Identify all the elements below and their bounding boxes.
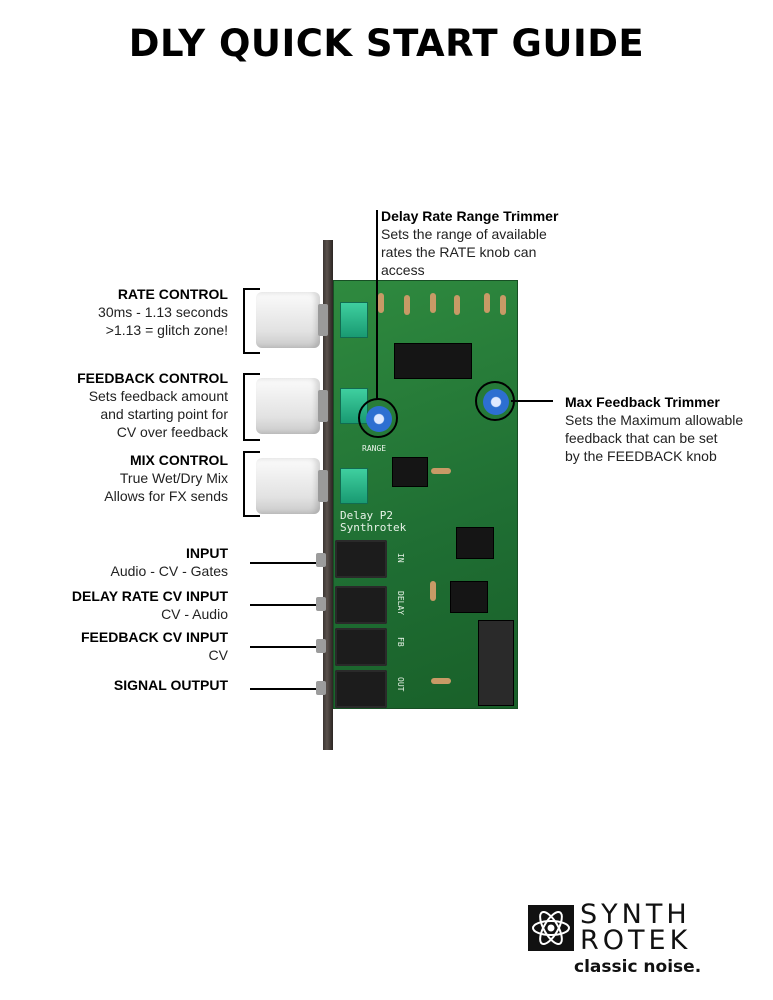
pcb-name-label: Delay P2 — [340, 509, 393, 522]
delay-cv-label: DELAY RATE CV INPUT CV - Audio — [72, 587, 228, 623]
feedback-cv-pointer — [250, 646, 316, 648]
rate-control-heading: RATE CONTROL — [117, 286, 228, 302]
feedback-bracket — [243, 373, 260, 375]
delay-cv-jack — [335, 586, 387, 624]
page-title: DLY QUICK START GUIDE — [128, 22, 645, 65]
rate-control-line: 30ms - 1.13 seconds — [98, 304, 228, 320]
mix-bracket — [243, 451, 260, 453]
resistor — [404, 295, 410, 315]
feedback-cv-line: CV — [208, 647, 228, 663]
feedback-bracket — [243, 439, 260, 441]
pcb-range-label: RANGE — [362, 444, 387, 453]
ic-chip — [394, 343, 472, 379]
rate-pot — [340, 302, 368, 338]
feedback-control-label: FEEDBACK CONTROL Sets feedback amount an… — [77, 369, 228, 441]
resistor — [484, 293, 490, 313]
feedback-control-line: Sets feedback amount — [88, 388, 228, 404]
mix-bracket — [243, 515, 260, 517]
jack-nut — [316, 597, 326, 611]
rate-knob — [256, 292, 328, 348]
mix-bracket — [243, 451, 245, 517]
delay-trimmer-heading: Delay Rate Range Trimmer — [381, 208, 559, 224]
resistor — [430, 293, 436, 313]
output-jack — [335, 670, 387, 708]
atom-logo-icon — [528, 905, 574, 951]
ic-chip — [456, 527, 494, 559]
resistor — [430, 581, 436, 601]
rate-bracket — [243, 288, 260, 290]
mix-control-line: Allows for FX sends — [104, 488, 228, 504]
brand-tagline: classic noise. — [574, 957, 702, 977]
max-feedback-pointer — [511, 400, 553, 402]
pcb-in-label: IN — [396, 553, 405, 563]
mix-control-heading: MIX CONTROL — [130, 452, 228, 468]
input-line: Audio - CV - Gates — [110, 563, 229, 579]
ic-chip — [450, 581, 488, 613]
rate-control-label: RATE CONTROL 30ms - 1.13 seconds >1.13 =… — [98, 285, 228, 339]
pcb-fb-label: FB — [396, 637, 405, 647]
mix-pot — [340, 468, 368, 504]
feedback-control-heading: FEEDBACK CONTROL — [77, 370, 228, 386]
mix-knob — [256, 458, 328, 514]
signal-output-label: SIGNAL OUTPUT — [114, 676, 228, 694]
mix-control-line: True Wet/Dry Mix — [119, 470, 228, 486]
output-pointer — [250, 688, 316, 690]
input-jack — [335, 540, 387, 578]
input-heading: INPUT — [186, 545, 228, 561]
max-feedback-trimmer-highlight — [475, 381, 515, 421]
delay-cv-heading: DELAY RATE CV INPUT — [71, 588, 228, 604]
max-feedback-label: Max Feedback Trimmer Sets the Maximum al… — [565, 393, 743, 465]
delay-trimmer-line: Sets the range of available — [381, 226, 547, 242]
brand-logo-line: ROTEK — [580, 925, 692, 956]
jack-nut — [316, 553, 326, 567]
jack-nut — [316, 639, 326, 653]
front-panel-edge — [323, 240, 333, 750]
resistor — [454, 295, 460, 315]
delay-trimmer-line: rates the RATE knob can — [381, 244, 537, 260]
delay-trimmer-line: access — [381, 262, 425, 278]
power-header — [478, 620, 514, 706]
max-feedback-line: Sets the Maximum allowable — [565, 412, 744, 428]
max-feedback-line: feedback that can be set — [565, 430, 718, 446]
delay-trimmer-pointer — [376, 210, 378, 400]
rate-bracket — [243, 288, 245, 354]
resistor — [378, 293, 384, 313]
range-trimmer-highlight — [358, 398, 398, 438]
delay-cv-line: CV - Audio — [161, 606, 228, 622]
pcb-maker-label: Synthrotek — [340, 521, 407, 534]
resistor — [431, 468, 451, 474]
rate-bracket — [243, 352, 260, 354]
mix-control-label: MIX CONTROL True Wet/Dry Mix Allows for … — [104, 451, 228, 505]
pcb-out-label: OUT — [396, 677, 405, 692]
rate-control-line: >1.13 = glitch zone! — [105, 322, 228, 338]
feedback-cv-heading: FEEDBACK CV INPUT — [80, 629, 228, 645]
feedback-cv-label: FEEDBACK CV INPUT CV — [81, 628, 228, 664]
feedback-bracket — [243, 373, 245, 441]
brand-logo-line: SYNTH — [580, 899, 691, 930]
pcb-delay-label: DELAY — [396, 591, 405, 616]
brand-logo: SYNTH ROTEK — [580, 899, 692, 956]
input-pointer — [250, 562, 316, 564]
resistor — [431, 678, 451, 684]
feedback-knob — [256, 378, 328, 434]
feedback-cv-jack — [335, 628, 387, 666]
input-label: INPUT Audio - CV - Gates — [111, 544, 229, 580]
ic-chip — [392, 457, 428, 487]
jack-nut — [316, 681, 326, 695]
delay-trimmer-label: Delay Rate Range Trimmer Sets the range … — [381, 207, 558, 279]
delay-cv-pointer — [250, 604, 316, 606]
max-feedback-line: by the FEEDBACK knob — [565, 448, 717, 464]
feedback-control-line: and starting point for — [100, 406, 228, 422]
feedback-control-line: CV over feedback — [116, 424, 228, 440]
max-feedback-heading: Max Feedback Trimmer — [565, 394, 720, 410]
signal-output-heading: SIGNAL OUTPUT — [113, 677, 228, 693]
resistor — [500, 295, 506, 315]
